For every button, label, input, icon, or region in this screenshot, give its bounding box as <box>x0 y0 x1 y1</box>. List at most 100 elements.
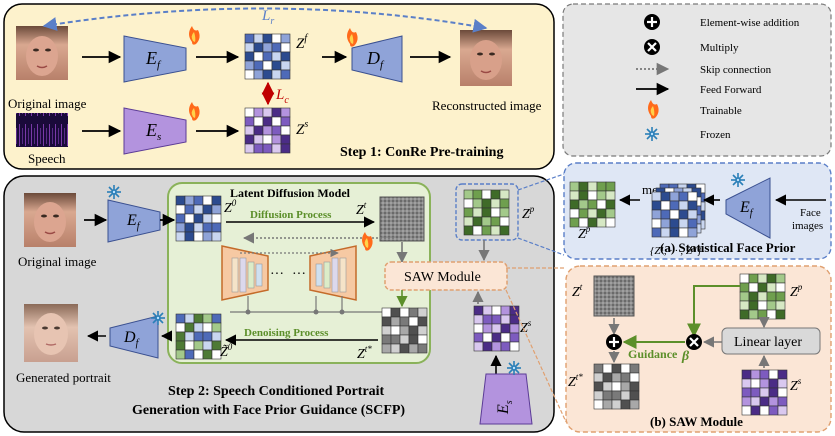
grid-cell <box>678 200 689 211</box>
grid-cell <box>602 363 613 374</box>
grid-cell <box>244 60 255 71</box>
grid-cell <box>766 300 777 311</box>
grid-cell <box>578 208 589 219</box>
grid-cell <box>481 216 492 227</box>
grid-cell <box>390 343 401 354</box>
grid-cell <box>193 213 204 224</box>
grid-cell <box>262 51 273 62</box>
grid-cell <box>280 116 291 127</box>
grid-cell <box>381 316 392 327</box>
grid-cell <box>509 332 520 343</box>
grid-cell <box>768 387 779 398</box>
grid-cell <box>741 405 752 416</box>
stage2-title-line1: Step 2: Speech Conditioned Portrait <box>168 384 385 399</box>
flame-icon <box>648 100 659 119</box>
grid-cell <box>271 42 282 53</box>
grid-cell <box>211 331 222 342</box>
grid-cell <box>271 107 282 118</box>
ef-label: Ef <box>145 48 162 71</box>
grid-cell <box>509 341 520 352</box>
grid-cell <box>271 134 282 145</box>
grid-cell <box>587 208 598 219</box>
latent-set-label: {Z¹, ··· , Zᴺ} <box>650 245 702 257</box>
grid-cell <box>244 51 255 62</box>
original-image-label: Original image <box>8 96 87 111</box>
grid-cell <box>202 222 213 233</box>
grid-cell <box>748 282 759 293</box>
grid-cell <box>750 369 761 380</box>
grid-cell <box>587 190 598 201</box>
grid-cell <box>244 42 255 53</box>
grid-cell <box>175 322 186 333</box>
latent-z0-hat-grid <box>175 313 222 360</box>
grid-cell <box>262 33 273 44</box>
grid-cell <box>660 209 671 220</box>
grid-cell <box>463 225 474 236</box>
snowflake-icon <box>507 361 521 375</box>
grid-cell <box>748 300 759 311</box>
grid-cell <box>481 225 492 236</box>
legend-label: Frozen <box>700 129 731 141</box>
grid-cell <box>193 349 204 360</box>
ldm-title: Latent Diffusion Model <box>230 186 351 200</box>
stage2-speech-encoder-es <box>479 373 533 425</box>
grid-cell <box>184 222 195 233</box>
grid-cell <box>602 381 613 392</box>
grid-cell <box>481 189 492 200</box>
grid-cell <box>211 195 222 206</box>
grid-cell <box>262 134 273 145</box>
grid-cell <box>605 208 616 219</box>
grid-cell <box>605 199 616 210</box>
reconstructed-face-image <box>460 30 512 86</box>
grid-cell <box>390 334 401 345</box>
zf-label: Zf <box>296 33 308 52</box>
grid-cell <box>500 332 511 343</box>
grid-cell <box>500 341 511 352</box>
grid-cell <box>482 323 493 334</box>
grid-cell <box>463 216 474 227</box>
grid-cell <box>775 291 786 302</box>
grid-cell <box>741 387 752 398</box>
grid-cell <box>611 390 622 401</box>
grid-cell <box>620 363 631 374</box>
legend-item-addition: Element-wise addition <box>644 14 800 30</box>
grid-cell <box>748 309 759 320</box>
grid-cell <box>184 213 195 224</box>
grid-cell <box>739 291 750 302</box>
z0-label: Z0 <box>224 198 237 216</box>
grid-cell <box>244 33 255 44</box>
snowflake-icon <box>645 127 659 141</box>
grid-cell <box>184 322 195 333</box>
grid-cell <box>629 372 640 383</box>
grid-cell <box>775 300 786 311</box>
snowflake-icon <box>731 173 745 187</box>
stage2-original-image-label: Original image <box>18 254 97 269</box>
grid-cell <box>757 309 768 320</box>
grid-cell <box>399 343 410 354</box>
grid-cell <box>593 381 604 392</box>
grid-cell <box>759 369 770 380</box>
grid-cell <box>253 60 264 71</box>
unet-dots: ··· <box>292 267 306 282</box>
grid-cell <box>629 381 640 392</box>
grid-cell <box>596 217 607 228</box>
speech-label: Speech <box>28 151 66 166</box>
grid-cell <box>605 181 616 192</box>
grid-cell <box>629 363 640 374</box>
grid-cell <box>651 200 662 211</box>
grid-cell <box>660 227 671 238</box>
grid-cell <box>262 60 273 71</box>
grid-cell <box>417 334 428 345</box>
grid-cell <box>741 378 752 389</box>
grid-cell <box>569 190 580 201</box>
guidance-label: Guidance <box>628 347 678 361</box>
grid-cell <box>669 191 680 202</box>
unet-denoiser: ··· ··· <box>221 245 400 315</box>
beta-label: β <box>681 349 690 364</box>
grid-cell <box>775 273 786 284</box>
grid-cell <box>490 198 501 209</box>
grid-cell <box>280 125 291 136</box>
grid-cell <box>202 331 213 342</box>
diffusion-process-label: Diffusion Process <box>250 209 332 221</box>
grid-cell <box>193 322 204 333</box>
